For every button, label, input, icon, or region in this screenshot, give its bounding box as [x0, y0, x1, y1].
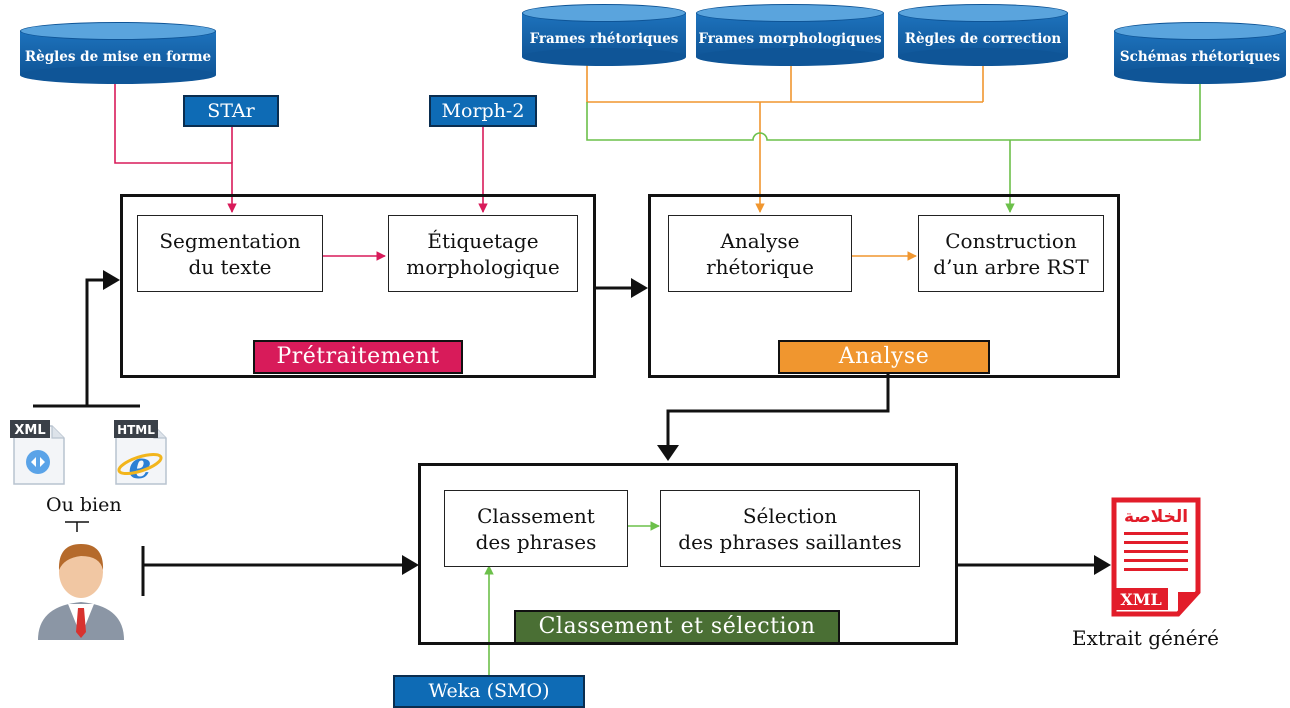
output-caption: Extrait généré [1072, 626, 1219, 650]
segmentation-label-line1: Segmentation [159, 228, 301, 253]
segmentation-label-line2: du texte [188, 254, 272, 279]
arrow-user-to-classement-head [402, 555, 419, 575]
db-regles-correction: Règles de correction [898, 4, 1068, 66]
output-document-icon: الخلاصة XML [1110, 496, 1202, 620]
pretraitement-frame [120, 194, 596, 378]
selection-label-line2: des phrases saillantes [678, 529, 902, 554]
wire-regles-to-segmentation [114, 78, 237, 213]
tool-weka: Weka (SMO) [393, 675, 585, 708]
wire-frames-rhet-bus [586, 60, 983, 103]
construction-label-line2: d’un arbre RST [933, 254, 1089, 279]
selection-label-line1: Sélection [742, 503, 838, 528]
arrow-user-to-classement [141, 546, 402, 596]
html-badge-text: HTML [117, 423, 155, 437]
arrow-analyse-to-classement [666, 374, 890, 446]
db-frames-rhetoriques-label: Frames rhétoriques [529, 31, 679, 47]
selection-box: Sélection des phrases saillantes [660, 490, 920, 567]
output-arabic-title: الخلاصة [1124, 507, 1188, 527]
construction-box: Construction d’un arbre RST [918, 215, 1104, 292]
wire-green-bus [586, 74, 1201, 141]
ou-bien-label: Ou bien [46, 494, 122, 516]
etiquetage-label-line2: morphologique [406, 254, 560, 279]
stage-label-analyse: Analyse [778, 340, 990, 374]
db-schemas-rhetoriques-label: Schémas rhétoriques [1119, 49, 1281, 65]
tool-morph2: Morph-2 [429, 95, 537, 127]
html-file-icon: HTML e [110, 418, 170, 487]
segmentation-box: Segmentation du texte [137, 215, 323, 292]
construction-label-line1: Construction [945, 228, 1077, 253]
stage-label-pretraitement: Prétraitement [253, 340, 463, 374]
classement-label-line2: des phrases [475, 529, 597, 554]
user-avatar-icon [34, 532, 128, 640]
analyse-frame [648, 194, 1120, 378]
analyse-rhetorique-box: Analyse rhétorique [668, 215, 852, 292]
classement-box: Classement des phrases [444, 490, 628, 567]
ou-bien-connector [65, 521, 89, 532]
stage-label-classement-selection: Classement et sélection [514, 610, 840, 644]
output-xml-badge: XML [1120, 590, 1161, 609]
etiquetage-label-line1: Étiquetage [427, 228, 539, 253]
db-regles-mise-en-forme: Règles de mise en forme [20, 22, 216, 84]
xml-file-icon: XML [8, 418, 68, 486]
arrow-classement-to-output-head [1094, 555, 1111, 575]
tool-star: STAr [183, 95, 279, 127]
arrow-pretraitement-to-analyse-head [631, 278, 648, 298]
analyse-rhetorique-label-line2: rhétorique [706, 254, 814, 279]
arrow-docs-to-pretraitement-head [103, 270, 120, 290]
db-regles-mise-en-forme-label: Règles de mise en forme [24, 49, 212, 65]
classement-label-line1: Classement [477, 503, 595, 528]
db-regles-correction-label: Règles de correction [904, 31, 1062, 47]
analyse-rhetorique-label-line1: Analyse [720, 228, 800, 253]
xml-badge-text: XML [14, 423, 45, 438]
db-frames-morphologiques: Frames morphologiques [696, 4, 884, 66]
svg-text:e: e [129, 445, 152, 486]
arrow-analyse-to-classement-head [657, 445, 679, 461]
etiquetage-box: Étiquetage morphologique [388, 215, 578, 292]
db-schemas-rhetoriques: Schémas rhétoriques [1114, 22, 1286, 84]
db-frames-morphologiques-label: Frames morphologiques [698, 31, 882, 47]
arrow-docs-to-pretraitement [33, 278, 140, 408]
db-frames-rhetoriques: Frames rhétoriques [522, 4, 686, 66]
